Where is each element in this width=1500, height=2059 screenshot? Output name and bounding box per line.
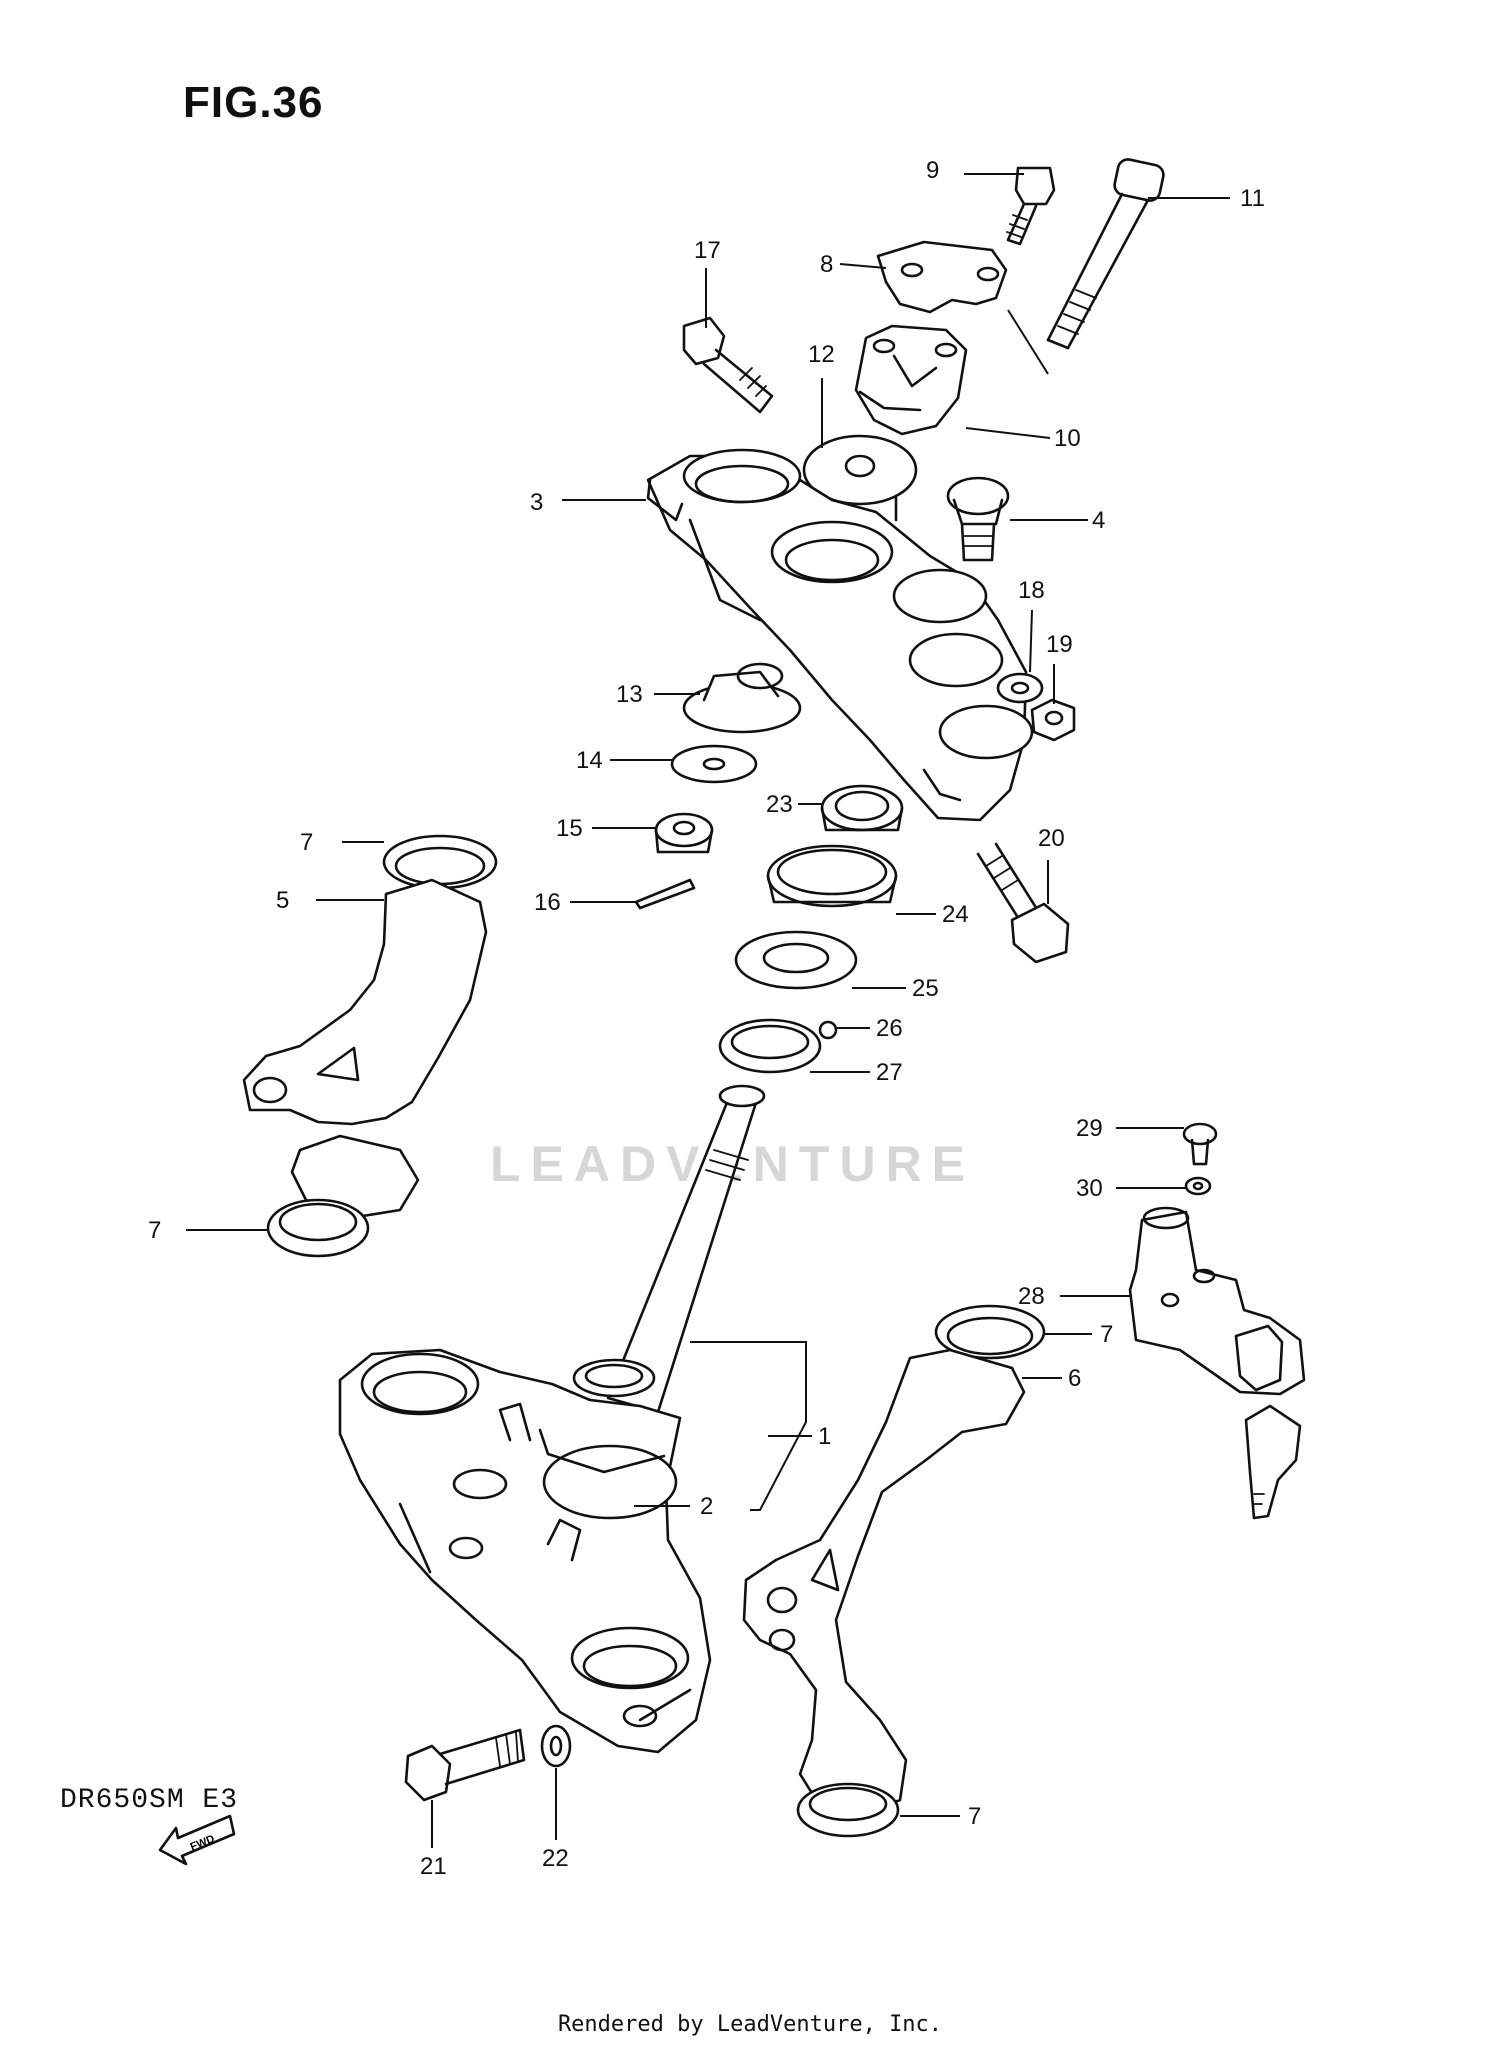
callout-14: 14: [576, 747, 603, 774]
callout-2: 2: [700, 1493, 713, 1520]
callout-20: 20: [1038, 825, 1065, 852]
part-13-cushion[interactable]: [682, 662, 802, 734]
fwd-arrow-icon: FWD: [158, 1814, 236, 1866]
part-11-long-bolt[interactable]: [1046, 158, 1165, 350]
footer-credit: Rendered by LeadVenture, Inc.: [557, 2012, 943, 2037]
callout-22: 22: [542, 1845, 569, 1872]
callout-25: 25: [912, 975, 939, 1002]
callout-12: 12: [808, 341, 835, 368]
callout-7-right-top: 7: [1100, 1321, 1113, 1348]
part-17-bolt[interactable]: [682, 316, 774, 414]
callout-7-left-top: 7: [300, 829, 313, 856]
part-16-cotter-pin[interactable]: [634, 878, 696, 910]
leader-lines: [186, 173, 1230, 1848]
figure-title: FIG.36: [183, 78, 324, 127]
part-28-ignition-switch[interactable]: [1128, 1206, 1306, 1520]
callout-28: 28: [1018, 1283, 1045, 1310]
callout-18: 18: [1018, 577, 1045, 604]
callout-16: 16: [534, 889, 561, 916]
callout-labels: 9 11 8 17 12 10 3 4 18 19 13 14 15 16 23…: [148, 157, 1265, 1880]
callout-9: 9: [926, 157, 939, 184]
callout-11: 11: [1240, 185, 1265, 212]
callout-15: 15: [556, 815, 583, 842]
callout-27: 27: [876, 1059, 903, 1086]
callout-8: 8: [820, 251, 833, 278]
part-3-upper-bracket[interactable]: [646, 448, 1034, 822]
callout-17: 17: [694, 237, 721, 264]
part-20-bolt[interactable]: [976, 842, 1070, 964]
callout-4: 4: [1092, 507, 1105, 534]
part-23-stem-nut[interactable]: [820, 784, 904, 832]
callout-7-left-bottom: 7: [148, 1217, 161, 1244]
part-6-right-bracket[interactable]: [742, 1304, 1046, 1838]
model-code: DR650SM E3: [60, 1785, 239, 1816]
callout-19: 19: [1046, 631, 1073, 658]
part-12-damper[interactable]: [802, 434, 918, 522]
callout-30: 30: [1076, 1175, 1103, 1202]
part-10-handlebar-holder[interactable]: [854, 324, 968, 436]
part-19-nut[interactable]: [1030, 698, 1076, 742]
callout-5: 5: [276, 887, 289, 914]
callout-1: 1: [818, 1423, 831, 1450]
callout-3: 3: [530, 489, 543, 516]
callout-26: 26: [876, 1015, 903, 1042]
part-2-seal[interactable]: [572, 1358, 656, 1398]
callout-7-right-bottom: 7: [968, 1803, 981, 1830]
part-15-castle-nut[interactable]: [654, 812, 714, 854]
callout-29: 29: [1076, 1115, 1103, 1142]
part-14-washer[interactable]: [670, 744, 758, 784]
part-27-bearing-race[interactable]: [718, 1018, 822, 1074]
part-29-screw[interactable]: [1182, 1122, 1218, 1166]
part-30-washer[interactable]: [1184, 1176, 1212, 1196]
callout-21: 21: [420, 1853, 447, 1880]
callout-24: 24: [942, 901, 969, 928]
part-4-bolt[interactable]: [946, 476, 1010, 562]
callout-6: 6: [1068, 1365, 1081, 1392]
callout-13: 13: [616, 681, 643, 708]
part-1-steering-stem[interactable]: [338, 1084, 766, 1754]
part-9-bolt[interactable]: [1006, 166, 1056, 246]
part-22-washer[interactable]: [540, 1724, 572, 1768]
part-24-dust-seal[interactable]: [766, 844, 898, 908]
part-18-washer[interactable]: [996, 672, 1044, 704]
part-5-left-bracket[interactable]: [242, 834, 498, 1258]
part-8-clamp-upper[interactable]: [876, 240, 1008, 314]
part-26-ball[interactable]: [818, 1020, 838, 1040]
part-25-bearing[interactable]: [734, 930, 858, 990]
callout-10: 10: [1054, 425, 1081, 452]
part-21-bolt[interactable]: [404, 1728, 526, 1802]
callout-23: 23: [766, 791, 793, 818]
